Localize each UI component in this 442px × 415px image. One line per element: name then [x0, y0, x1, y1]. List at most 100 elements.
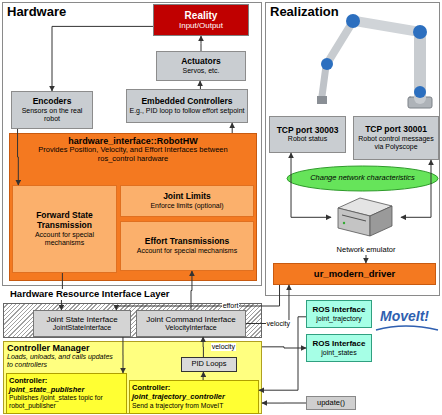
node-title: Effort Transmissions	[123, 237, 251, 247]
connector-arrow	[365, 255, 366, 263]
controller-box: Controller:joint_trajectory_controllerSe…	[129, 380, 259, 414]
node-title: update()	[309, 399, 353, 408]
robot-joint	[346, 14, 360, 28]
node-title: hardware_interface::RobotHW	[10, 134, 256, 146]
transmission-box: Effort TransmissionsAccount for special …	[120, 221, 254, 271]
robot-link	[328, 23, 352, 62]
connector-arrow	[259, 317, 306, 390]
ellipse-shape	[287, 166, 438, 191]
connector-arrow	[61, 273, 63, 310]
moveit-logo-mark	[376, 326, 438, 330]
connector-arrow	[232, 123, 233, 133]
connector-arrow	[203, 337, 204, 357]
node-title: Controller:	[132, 384, 256, 393]
connector-arrow	[191, 271, 193, 310]
node-text: Input/Output	[156, 21, 246, 30]
node-text: joint_trajectory_controller	[132, 393, 256, 402]
controller-manager: Controller ManagerLoads, unloads, and ca…	[3, 341, 262, 414]
node-title: Realization	[266, 3, 439, 22]
node-title: TCP port 30001	[356, 125, 436, 135]
connector-arrow	[291, 153, 331, 217]
robot-joint	[414, 86, 426, 98]
node-title: Reality	[156, 10, 246, 22]
network-emulator-device	[338, 198, 392, 236]
node-text: Robot control messages via Polyscope	[356, 135, 436, 151]
driver-bar: ur_modern_driver	[273, 263, 436, 285]
node-title: Controller:	[9, 377, 124, 386]
robot-link	[414, 38, 426, 98]
node-text: Loads, unloads, and calls updates to con…	[7, 353, 117, 369]
node-title: Joint Limits	[123, 192, 251, 202]
node-title: PID Loops	[184, 360, 234, 369]
section-panel: RealizationTCP port 30003Robot statusTCP…	[265, 2, 440, 296]
port-box: TCP port 30001Robot control messages via…	[353, 116, 439, 160]
interface-container: hardware_interface::RobotHWProvides Posi…	[9, 133, 257, 281]
controller-box: Controller:joint_state_publisherPublishe…	[6, 373, 127, 414]
connector-arrow	[201, 36, 202, 51]
port-box: TCP port 30003Robot status	[269, 116, 346, 153]
connector-arrow	[17, 129, 19, 185]
node-title: Hardware Resource Interface Layer	[8, 289, 171, 300]
node-title: TCP port 30003	[272, 126, 343, 136]
node-title: Hardware	[3, 3, 261, 22]
node-text: E.g., PID loop to follow effort setpoint	[129, 107, 245, 115]
transmission-box: Forward State TransmissionAccount for sp…	[12, 185, 117, 273]
node-text: Publishes /joint_states topic for robot_…	[9, 394, 124, 410]
limits-box: Joint LimitsEnforce limits (optional)	[120, 185, 254, 217]
node-text: Robot status	[272, 135, 343, 143]
node-title: Network emulator	[331, 246, 401, 255]
connector-arrow	[262, 403, 306, 404]
hardware-box: EncodersSensors on the real robot	[11, 91, 93, 129]
robot-link	[322, 66, 326, 96]
edge-label: effort	[222, 302, 240, 310]
interface-box: Joint State InterfaceJointStateInterface	[33, 310, 131, 337]
ros-interface-box: ROS Interfacejoint_states	[306, 334, 372, 362]
node-text: VelocityInterface	[139, 324, 243, 332]
node-title: Change network characteristics	[296, 174, 429, 183]
edge-label: velocity	[266, 320, 291, 328]
node-text: Account for special mechanisms	[15, 231, 114, 247]
network-ellipse: Change network characteristics	[286, 165, 439, 192]
logo-text: MoveIt!	[380, 308, 429, 324]
connector-arrow	[116, 285, 279, 310]
robot-tool	[317, 96, 327, 104]
ros-interface-box: ROS Interfacejoint_trajectory	[306, 300, 372, 328]
pid-box: PID Loops	[181, 357, 237, 372]
node-title: Joint Command Interface	[139, 315, 243, 324]
reality-box: RealityInput/Output	[153, 4, 249, 36]
node-text: joint_trajectory	[309, 315, 369, 323]
node-title: ur_modern_driver	[276, 269, 433, 280]
node-title: ROS Interface	[309, 339, 369, 348]
device-front	[338, 208, 370, 236]
node-title: Embedded Controllers	[129, 97, 245, 107]
connector-arrow	[262, 347, 306, 348]
connector-arrow	[401, 160, 431, 217]
device-led	[343, 222, 345, 224]
connector-arrow	[246, 285, 289, 324]
node-text: Sensors on the real robot	[14, 107, 90, 123]
connector-arrow	[203, 372, 204, 380]
node-text: Send a trajectory from MoveIT	[132, 402, 256, 410]
node-text: joint_state_publisher	[9, 386, 124, 395]
node-text: Servos, etc.	[159, 67, 243, 75]
robot-arm	[317, 14, 432, 108]
node-text: JointStateInterface	[36, 324, 128, 332]
node-title: Joint State Interface	[36, 315, 128, 324]
node-title: Encoders	[14, 97, 90, 107]
robot-joint	[321, 58, 333, 70]
node-text: joint_states	[309, 349, 369, 357]
interface-box: Joint Command InterfaceVelocityInterface	[136, 310, 246, 337]
robot-joint	[413, 25, 427, 39]
connector-arrow	[122, 337, 123, 373]
node-text: Enforce limits (optional)	[123, 202, 251, 210]
connector-arrow	[52, 26, 153, 91]
robot-link	[355, 21, 420, 32]
update-box: update()	[306, 396, 356, 410]
hardware-box: Embedded ControllersE.g., PID loop to fo…	[126, 89, 248, 123]
section-panel: HardwareRealityInput/OutputActuatorsServ…	[2, 2, 262, 286]
node-text: Account for special mechanisms	[123, 247, 251, 255]
node-text: Provides Position, Velocity, and Effort …	[10, 146, 256, 163]
node-title: ROS Interface	[309, 305, 369, 314]
hardware-box: ActuatorsServos, etc.	[156, 51, 246, 81]
logo-swoosh	[376, 326, 438, 330]
